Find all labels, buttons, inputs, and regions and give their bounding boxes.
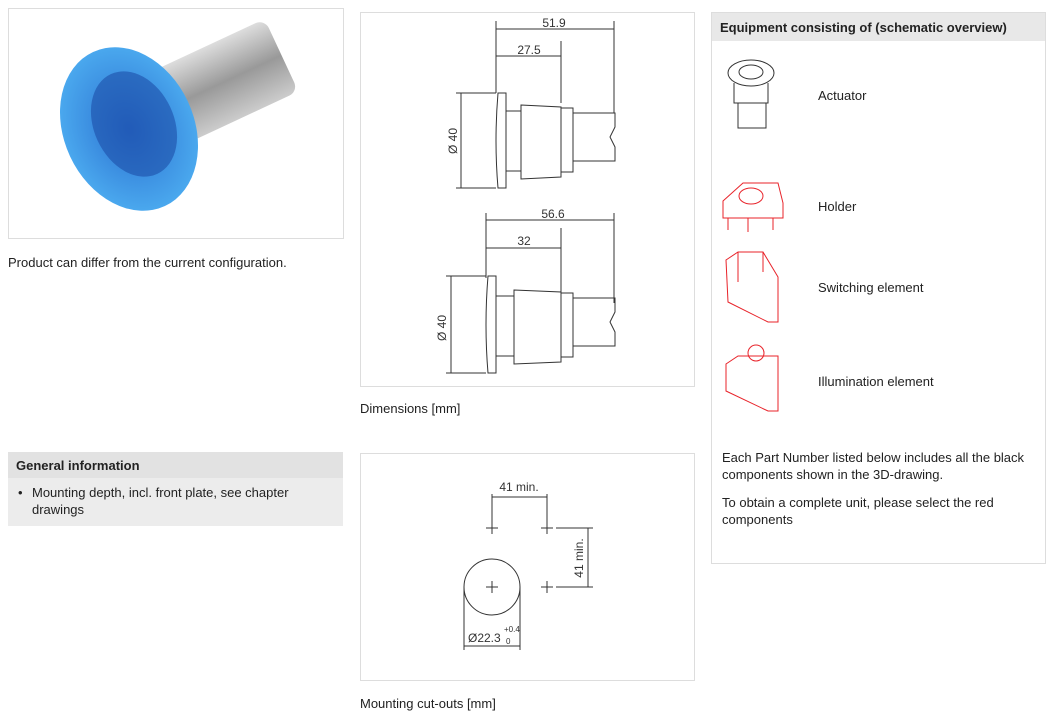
- dim-bottom-partial: 32: [517, 234, 531, 248]
- cutout-vertical: 41 min.: [572, 538, 586, 577]
- component-label: Illumination element: [818, 374, 934, 389]
- equipment-panel: Equipment consisting of (schematic overv…: [711, 12, 1046, 564]
- component-actuator: Actuator: [712, 55, 1042, 135]
- cutout-tol-lower: 0: [506, 637, 511, 646]
- cutout-horizontal: 41 min.: [499, 480, 538, 494]
- dimensions-caption: Dimensions [mm]: [360, 401, 461, 416]
- cutout-caption: Mounting cut-outs [mm]: [360, 696, 496, 711]
- dim-top-diameter: Ø 40: [446, 128, 460, 154]
- cutout-hole: Ø22.3: [468, 631, 501, 645]
- illumination-element-icon: [725, 344, 779, 412]
- dimensions-drawing: 51.9 27.5 Ø 40 56.6 32 Ø 40: [360, 12, 695, 387]
- product-photo: [60, 22, 296, 211]
- equipment-title: Equipment consisting of (schematic overv…: [712, 13, 1045, 41]
- equipment-note-1: Each Part Number listed below includes a…: [722, 450, 1025, 482]
- general-info-text: Mounting depth, incl. front plate, see c…: [32, 485, 289, 517]
- cutout-tol-upper: +0.4: [504, 625, 520, 634]
- general-info-item: •Mounting depth, incl. front plate, see …: [18, 485, 289, 517]
- dim-bottom: [446, 213, 616, 374]
- dim-top-partial: 27.5: [517, 43, 541, 57]
- component-label: Switching element: [818, 280, 924, 295]
- equipment-note-2: To obtain a complete unit, please select…: [722, 495, 994, 527]
- component-label: Actuator: [818, 87, 867, 103]
- component-switching: Switching element: [712, 245, 1042, 330]
- dim-top-total: 51.9: [542, 16, 566, 30]
- component-label: Holder: [818, 198, 857, 214]
- dim-bottom-diameter: Ø 40: [435, 315, 449, 341]
- component-holder: Holder: [712, 171, 1042, 241]
- dim-bottom-total: 56.6: [541, 207, 565, 221]
- component-illumination: Illumination element: [712, 339, 1042, 424]
- actuator-icon: [727, 59, 775, 129]
- switching-element-icon: [725, 251, 779, 323]
- product-caption: Product can differ from the current conf…: [8, 255, 287, 270]
- cutout-drawing: 41 min. 41 min. Ø22.3 +0.4 0: [360, 453, 695, 681]
- holder-icon: [722, 182, 784, 232]
- general-info-title: General information: [8, 452, 343, 478]
- general-info-panel: General information •Mounting depth, inc…: [8, 452, 343, 526]
- product-image: [8, 8, 344, 239]
- dim-top: [456, 21, 616, 189]
